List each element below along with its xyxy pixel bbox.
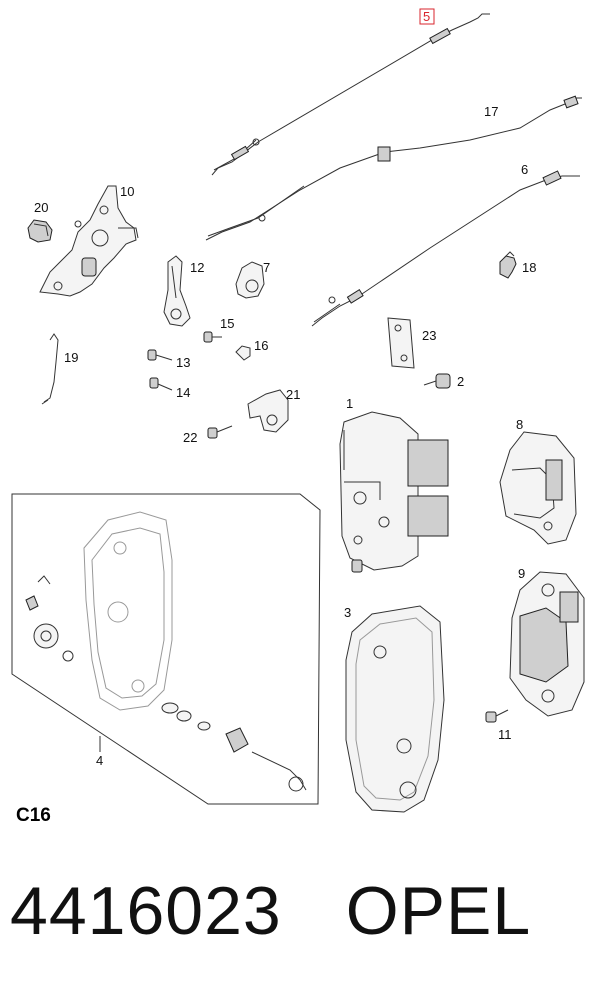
callout-15: 15 [220, 316, 234, 331]
callout-19: 19 [64, 350, 78, 365]
callout-3: 3 [344, 605, 351, 620]
callout-9: 9 [518, 566, 525, 581]
part-23-plate [387, 317, 415, 369]
part-13-screw [147, 349, 173, 361]
part-5-cable [211, 13, 490, 176]
caption: 4416023 OPEL [10, 872, 590, 950]
callout-17: 17 [484, 104, 498, 119]
callout-14: 14 [176, 385, 190, 400]
part-4-assembly-frame [11, 493, 321, 805]
callout-10: 10 [120, 184, 134, 199]
callout-7: 7 [263, 260, 270, 275]
part-17-cable [205, 95, 582, 241]
part-16-cap [235, 345, 251, 361]
callout-16: 16 [254, 338, 268, 353]
callout-1: 1 [346, 396, 353, 411]
callout-labels: 5 17 6 10 20 12 7 18 15 23 16 19 13 2 14… [16, 8, 536, 826]
diagram-code: C16 [16, 805, 51, 826]
callout-2: 2 [457, 374, 464, 389]
callout-4: 4 [96, 753, 103, 768]
callout-23: 23 [422, 328, 436, 343]
part-21-bracket [247, 389, 289, 433]
brand-name: OPEL [345, 873, 532, 949]
part-19-rod [41, 333, 59, 405]
callout-11: 11 [498, 727, 512, 742]
part-7-plug [235, 261, 265, 299]
part-6-cable [311, 170, 580, 327]
callout-20: 20 [34, 200, 48, 215]
callout-13: 13 [176, 355, 190, 370]
part-15-screw [203, 331, 222, 343]
part-9-handle [509, 571, 585, 717]
part-22-screw [207, 425, 233, 439]
callout-21: 21 [286, 387, 300, 402]
callout-5: 5 [423, 9, 430, 24]
part-10-bracket [39, 185, 139, 297]
part-number: 4416023 [10, 873, 282, 949]
part-2-bolt [423, 373, 451, 389]
callout-18: 18 [522, 260, 536, 275]
callout-12: 12 [190, 260, 204, 275]
part-4-small-parts [25, 575, 307, 792]
part-3-cover [345, 605, 445, 813]
part-18-clip [499, 251, 517, 279]
part-12-lever [163, 255, 191, 327]
callout-22: 22 [183, 430, 197, 445]
callout-5-box [419, 8, 435, 25]
callout-8: 8 [516, 417, 523, 432]
part-1-lock [339, 411, 449, 573]
part-14-screw [149, 377, 173, 391]
part-20-clip [27, 219, 53, 243]
callout-6: 6 [521, 162, 528, 177]
part-4-inner-cover [83, 511, 173, 711]
part-11-screw [485, 709, 509, 723]
part-8-handle [499, 431, 577, 545]
